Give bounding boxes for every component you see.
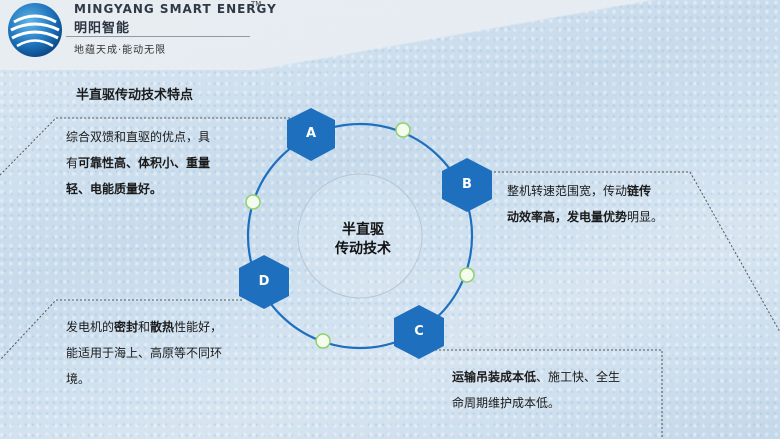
feature-note-d: 发电机的密封和散热性能好， 能适用于海上、高原等不同环 境。 [66, 320, 223, 386]
section-title: 半直驱传动技术特点 [76, 88, 194, 103]
brand-name-en: MINGYANG SMART ENERGY [74, 2, 277, 16]
header-band [0, 0, 780, 70]
mingyang-logo-icon [8, 3, 62, 57]
callout-frame-b [470, 171, 780, 333]
inner-circle [297, 173, 423, 299]
node-label-c: C [414, 324, 424, 339]
ring-dot [315, 333, 331, 349]
center-label-line2: 传动技术 [335, 241, 391, 257]
ring-dot [245, 194, 261, 210]
ring-dot [459, 267, 475, 283]
brand-slogan: 地蕴天成·能动无限 [74, 45, 167, 56]
node-label-d: D [258, 274, 270, 289]
feature-note-c: 运输吊装成本低、施工快、全生 命周期维护成本低。 [452, 370, 621, 410]
feature-note-a: 综合双馈和直驱的优点，具 有可靠性高、体积小、重量 轻、电能质量好。 [66, 130, 211, 196]
ring-dot [395, 122, 411, 138]
node-label-b: B [462, 177, 472, 192]
hexagon-node-c [394, 305, 444, 359]
feature-note-b: 整机转速范围宽，传动链传 动效率高，发电量优势明显。 [507, 184, 664, 224]
main-ring [246, 122, 474, 350]
hexagon-node-d [239, 255, 289, 309]
callout-frame-d [0, 299, 242, 361]
logo-divider [66, 36, 250, 37]
center-label-line1: 半直驱 [342, 222, 384, 238]
brand-name-cn: 明阳智能 [74, 21, 131, 36]
center-label: 半直驱 传动技术 [315, 221, 411, 259]
trademark-mark: TM [251, 0, 262, 8]
hexagon-node-b [442, 158, 492, 212]
hexagon-node-a [287, 108, 335, 161]
node-label-a: A [305, 126, 317, 141]
